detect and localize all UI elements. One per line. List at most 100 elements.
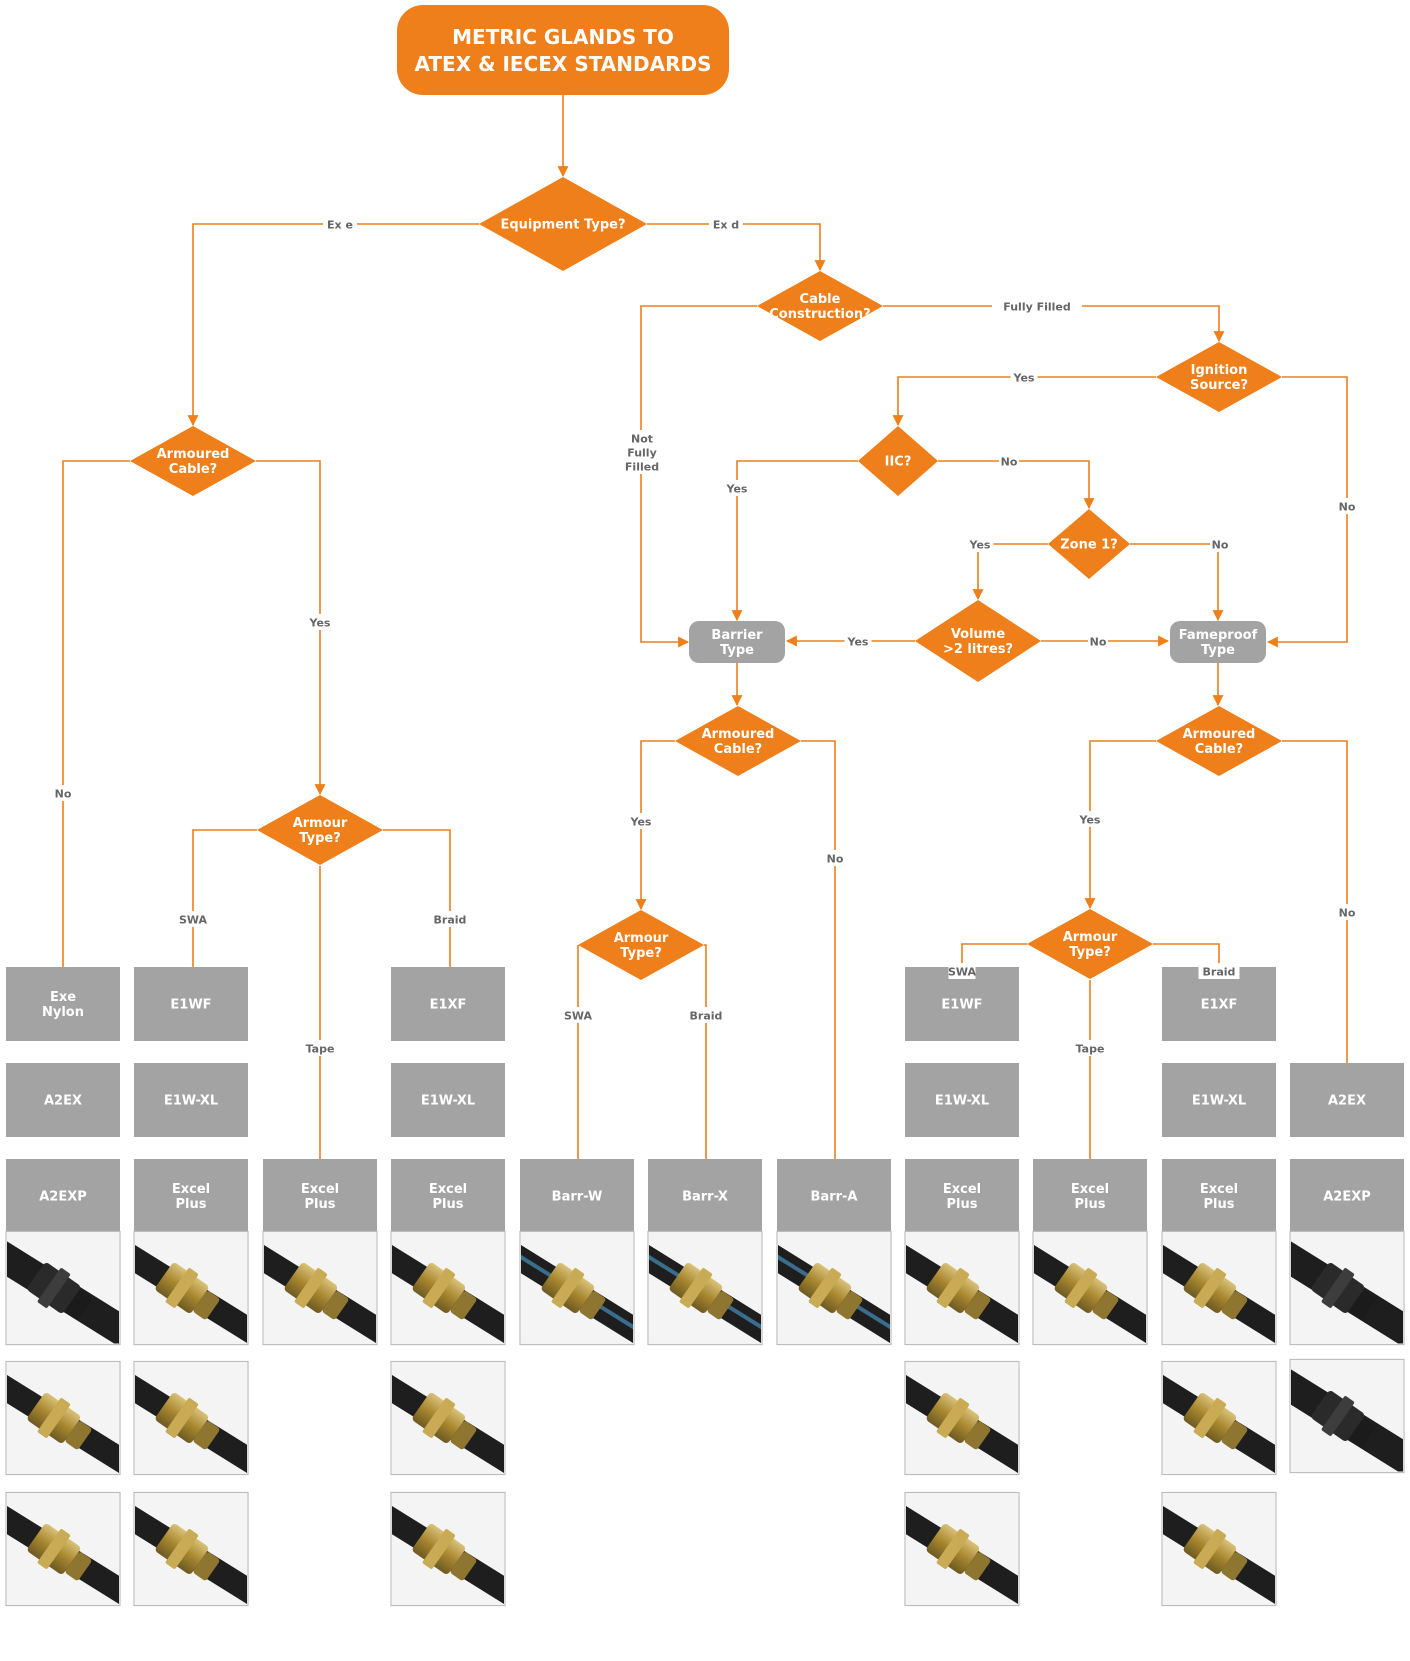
label-braid-mid-text: Braid [690, 1010, 723, 1023]
edge-ex-e [187, 223, 479, 427]
label-volume-yes-text: Yes [847, 636, 869, 649]
photo-c10-2 [1161, 1360, 1277, 1476]
product-c8-r3-shape [905, 1159, 1019, 1233]
product-c5-r3: Barr-W [520, 1159, 634, 1233]
decision-cable-construction-shape [757, 271, 883, 341]
edge-ignition-no [1266, 376, 1348, 648]
decision-iic-shape [858, 426, 938, 496]
edge-iic-no [938, 460, 1095, 510]
decision-zone-1-label: Zone 1? [1060, 538, 1118, 553]
label-fully-filled-text: Fully Filled [1003, 301, 1071, 314]
product-c10-r1-shape [1162, 967, 1276, 1041]
product-c5-r3-shape [520, 1159, 634, 1233]
decision-armoured-cable-left-shape [130, 426, 256, 496]
photo-c11-1 [1289, 1230, 1405, 1346]
product-c10-r2-label: E1W-XL [1192, 1094, 1246, 1109]
photo-c8-3 [904, 1491, 1020, 1607]
edge-mid-no [801, 740, 841, 1196]
product-c1-r3: A2EXP [6, 1159, 120, 1233]
product-c8-r1-label: E1WF [941, 998, 982, 1013]
label-braid-right: Braid [1198, 963, 1240, 979]
label-iic-yes: Yes [723, 480, 751, 496]
label-zone-yes-text: Yes [969, 539, 991, 552]
product-c2-r2-shape [134, 1063, 248, 1137]
label-volume-no-text: No [1090, 636, 1107, 649]
page-title-line1: METRIC GLANDS TO [452, 25, 674, 49]
label-tape-right: Tape [1073, 1040, 1107, 1056]
photo-c2-3 [133, 1491, 249, 1607]
label-right-no: No [1337, 904, 1357, 920]
decision-ignition-source-shape [1156, 342, 1282, 412]
edge-armoured-left-no [57, 460, 130, 1002]
label-armoured-left-yes-text: Yes [309, 617, 331, 630]
edge-right-yes [1084, 740, 1156, 910]
label-fully-filled: Fully Filled [992, 298, 1082, 314]
product-c11-r3-shape [1290, 1159, 1404, 1233]
photo-c6-1 [647, 1230, 763, 1346]
label-ex-e-text: Ex e [327, 219, 353, 232]
label-ex-e: Ex e [323, 216, 357, 232]
photo-c4-1 [390, 1230, 506, 1346]
product-c9-r3-shape [1033, 1159, 1147, 1233]
decision-volume-label: Volume>2 litres? [943, 627, 1013, 657]
edge-right-no [1282, 740, 1353, 1098]
label-mid-yes-text: Yes [630, 816, 652, 829]
product-c1-r2: A2EX [6, 1063, 120, 1137]
product-c8-r1: E1WF [905, 967, 1019, 1041]
edge-ignition-yes [892, 376, 1156, 427]
photo-c9-1 [1032, 1230, 1148, 1346]
photo-c8-2 [904, 1360, 1020, 1476]
label-mid-yes: Yes [627, 813, 655, 829]
decision-armour-type-mid-shape [578, 910, 704, 980]
edge-zone-yes [972, 543, 1048, 601]
label-right-yes-text: Yes [1079, 814, 1101, 827]
edge-mid-yes [635, 740, 675, 911]
label-volume-yes: Yes [844, 633, 872, 649]
edge-braid-left [383, 829, 456, 1002]
edge-braid-mid [700, 944, 712, 1196]
decision-armoured-cable-right-shape [1156, 706, 1282, 776]
product-c2-r1-label: E1WF [170, 998, 211, 1013]
label-tape-left: Tape [303, 1040, 337, 1056]
label-swa-mid-text: SWA [564, 1010, 593, 1023]
product-c11-r2-label: A2EX [1328, 1094, 1366, 1109]
label-braid-left: Braid [429, 911, 471, 927]
photo-c2-2 [133, 1360, 249, 1476]
product-c2-r1: E1WF [134, 967, 248, 1041]
label-zone-no-text: No [1212, 539, 1229, 552]
photo-c5-1 [519, 1230, 635, 1346]
product-c2-r1-shape [134, 967, 248, 1041]
product-c4-r3-shape [391, 1159, 505, 1233]
node-barrier-type-shape [689, 621, 785, 663]
product-c11-r3-label: A2EXP [1323, 1190, 1371, 1205]
label-armoured-left-no: No [53, 785, 73, 801]
product-c1-r2-label: A2EX [44, 1094, 82, 1109]
label-swa-left: SWA [179, 911, 208, 927]
product-c1-r1-shape [6, 967, 120, 1041]
product-c4-r2: E1W-XL [391, 1063, 505, 1137]
decision-volume-shape [915, 600, 1041, 682]
label-armoured-left-yes: Yes [306, 614, 334, 630]
